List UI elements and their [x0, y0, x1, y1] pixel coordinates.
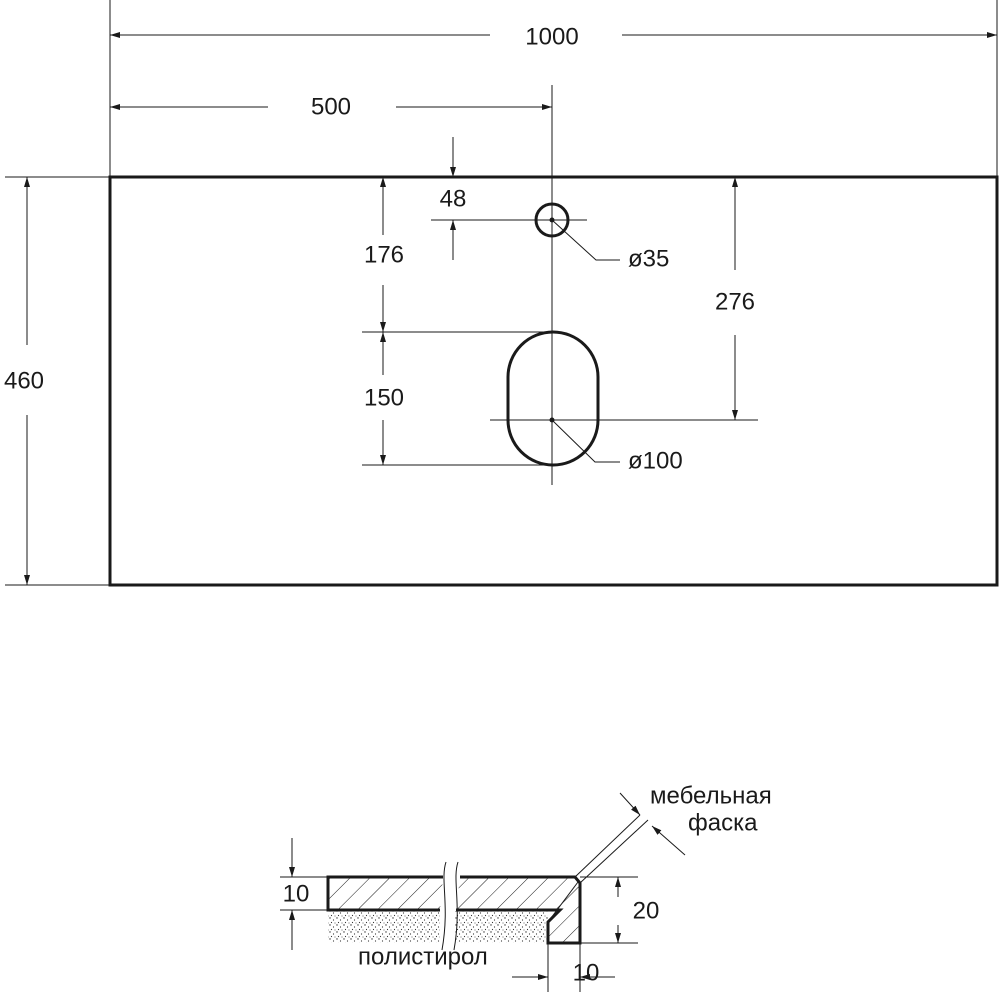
dim-text: 276 [715, 288, 755, 315]
dim-edge-height: 20 [633, 897, 660, 924]
dim-text: 150 [364, 384, 404, 411]
dimension-overall-depth: 460 [4, 177, 44, 585]
top-layer-right [456, 875, 582, 945]
drain-diameter-label: ø100 [628, 447, 683, 474]
tap-diameter-label: ø35 [628, 245, 669, 272]
chamfer-label-line2: фаска [688, 809, 758, 836]
core-material-label: полистирол [358, 943, 488, 970]
dimension-drain-top-offset: 176 [364, 177, 404, 332]
dimension-tap-offset: 48 [431, 137, 587, 260]
dim-text: 500 [311, 93, 351, 120]
dimension-center-offset: 500 [110, 93, 552, 120]
dimension-overall-width: 1000 [110, 23, 997, 50]
dim-text: 460 [4, 367, 44, 394]
plan-view: 1000 500 460 48 ø35 176 [4, 0, 999, 587]
dim-top-thickness: 10 [283, 880, 310, 907]
top-layer-left [326, 875, 443, 912]
dimension-drain-length: 150 [364, 332, 404, 465]
dim-text: 48 [440, 185, 467, 212]
section-view: 10 20 10 полистирол мебельная фаска [280, 782, 772, 992]
core-fill-right [455, 911, 548, 943]
core-fill-left [328, 911, 440, 943]
countertop-outline [108, 175, 999, 587]
tap-hole [534, 202, 570, 238]
dim-text: 1000 [525, 23, 578, 50]
dim-text: 176 [364, 241, 404, 268]
drain-slot [506, 330, 600, 467]
chamfer-label-line1: мебельная [650, 782, 772, 809]
dimension-drain-center-offset: 276 [715, 177, 755, 420]
dim-edge-thickness: 10 [573, 959, 600, 986]
